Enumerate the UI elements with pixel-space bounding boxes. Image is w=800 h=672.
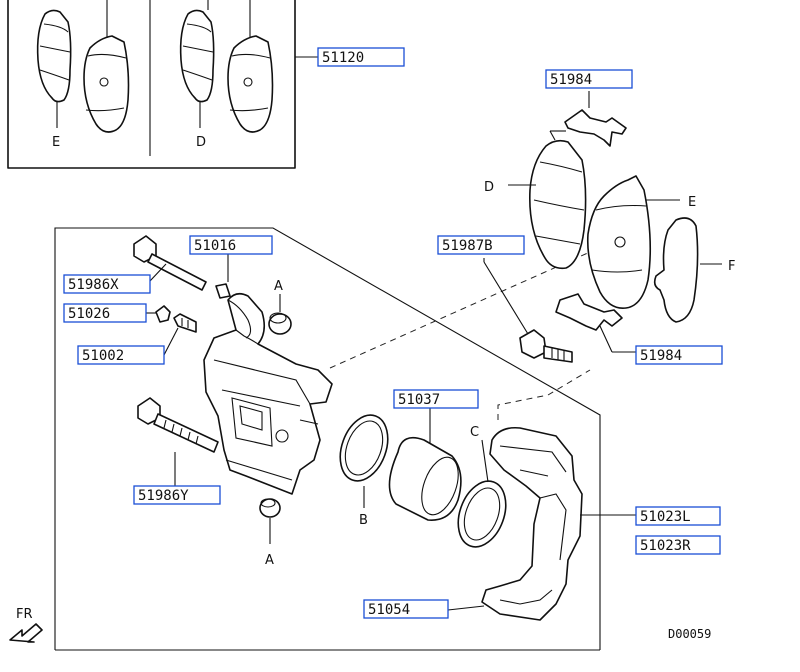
pad-set-inset: E D bbox=[7, 0, 318, 169]
callout-51002[interactable]: 51002 bbox=[77, 345, 165, 365]
outer-pad-e-icon: E bbox=[586, 175, 696, 309]
guide-bolt-51986x-icon bbox=[133, 235, 207, 291]
part-number-51120[interactable]: 51120 bbox=[322, 50, 364, 66]
part-number-51002[interactable]: 51002 bbox=[82, 348, 124, 364]
pad-pair-e-icon: E bbox=[36, 0, 130, 150]
dust-boot-c-icon: C bbox=[457, 425, 507, 548]
callout-51984-bottom[interactable]: 51984 bbox=[635, 345, 723, 365]
callout-51037[interactable]: 51037 bbox=[393, 389, 479, 409]
caliper-body-icon bbox=[203, 292, 333, 495]
anti-squeal-clip-bottom-icon bbox=[555, 293, 636, 353]
shim-f-icon: F bbox=[653, 217, 735, 323]
part-number-51987b[interactable]: 51987B bbox=[442, 238, 493, 254]
part-number-51984-top[interactable]: 51984 bbox=[550, 72, 592, 88]
bushing-a-top-icon: A bbox=[268, 279, 292, 335]
callout-51986y[interactable]: 51986Y bbox=[133, 485, 221, 505]
letter-d-pad: D bbox=[484, 180, 494, 195]
alignment-lines bbox=[329, 251, 591, 420]
letter-a-bottom: A bbox=[265, 553, 274, 568]
front-label: FR bbox=[16, 607, 33, 622]
callout-51120[interactable]: 51120 bbox=[317, 47, 405, 67]
letter-b-seal: B bbox=[359, 513, 368, 528]
letter-e-pad: E bbox=[688, 195, 696, 210]
part-number-51016[interactable]: 51016 bbox=[194, 238, 236, 254]
part-number-51037[interactable]: 51037 bbox=[398, 392, 440, 408]
anti-squeal-clip-top-icon bbox=[549, 91, 627, 147]
callout-51026[interactable]: 51026 bbox=[63, 303, 147, 323]
bleeder-cap-51026-icon bbox=[146, 305, 171, 323]
part-number-51023l[interactable]: 51023L bbox=[640, 509, 691, 525]
letter-a-top: A bbox=[274, 279, 283, 294]
piston-51037-icon bbox=[388, 408, 462, 521]
guide-bolt-51986y-icon bbox=[137, 397, 219, 486]
part-number-51986x[interactable]: 51986X bbox=[68, 277, 119, 293]
bleeder-screw-51002-icon bbox=[163, 313, 197, 356]
callout-51984-top[interactable]: 51984 bbox=[545, 69, 633, 89]
front-direction-indicator: FR bbox=[9, 607, 43, 643]
piston-seal-b-icon: B bbox=[339, 414, 389, 528]
assembly-frame bbox=[54, 227, 601, 651]
part-number-51023r[interactable]: 51023R bbox=[640, 538, 691, 554]
front-arrow-icon bbox=[9, 623, 43, 643]
callout-51023r[interactable]: 51023R bbox=[635, 535, 721, 555]
callout-51054[interactable]: 51054 bbox=[363, 599, 449, 619]
letter-f-shim: F bbox=[728, 259, 735, 274]
letter-d-inset: D bbox=[196, 135, 206, 150]
callout-51986x[interactable]: 51986X bbox=[63, 274, 151, 294]
letter-e-inset: E bbox=[52, 135, 60, 150]
diagram-code: D00059 bbox=[668, 627, 711, 641]
bushing-a-bottom-icon: A bbox=[259, 498, 281, 568]
inner-pad-d-icon: D bbox=[484, 139, 587, 270]
guide-pin-51987b-icon bbox=[483, 261, 573, 363]
callout-51023l[interactable]: 51023L bbox=[635, 506, 721, 526]
part-number-51986y[interactable]: 51986Y bbox=[138, 488, 189, 504]
sleeve-51016-icon bbox=[215, 254, 231, 299]
callout-51987b[interactable]: 51987B bbox=[437, 235, 525, 255]
caliper-support-bracket-icon bbox=[447, 426, 636, 621]
callout-51016[interactable]: 51016 bbox=[189, 235, 273, 255]
part-number-51054[interactable]: 51054 bbox=[368, 602, 410, 618]
pad-pair-d-icon: D bbox=[179, 0, 274, 150]
part-number-51984-bottom[interactable]: 51984 bbox=[640, 348, 682, 364]
letter-c-boot: C bbox=[470, 425, 479, 440]
part-number-51026[interactable]: 51026 bbox=[68, 306, 110, 322]
